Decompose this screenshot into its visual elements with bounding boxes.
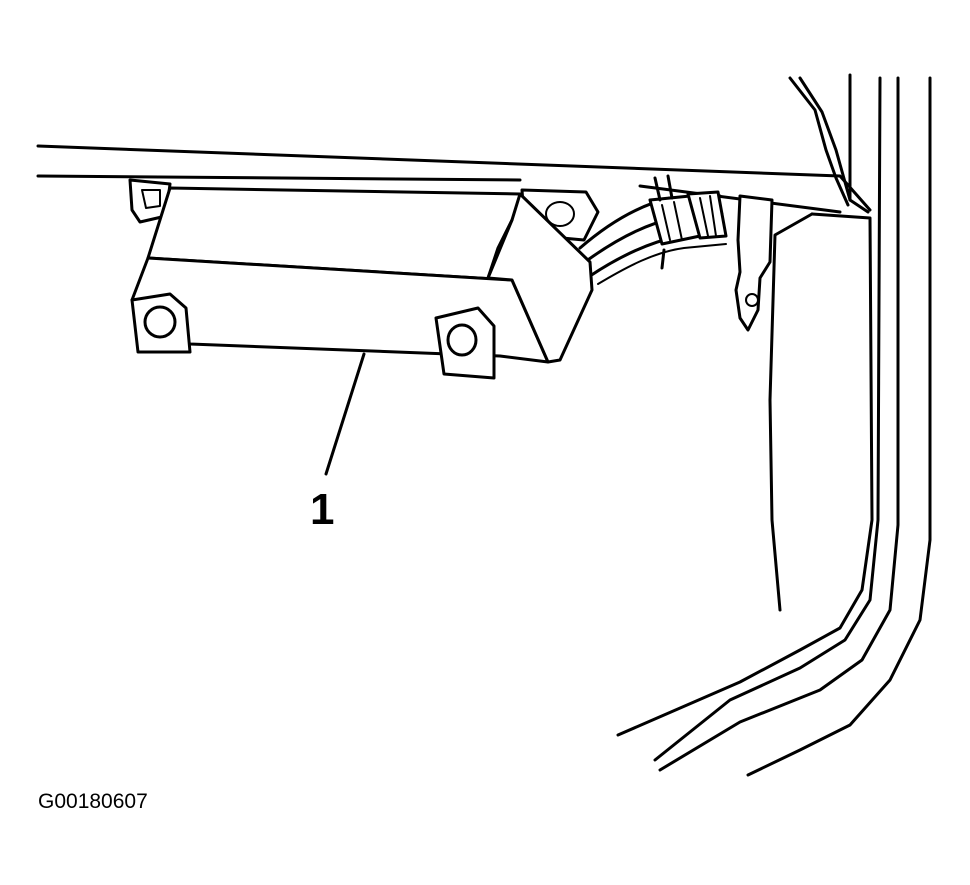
door-pillar-trim — [616, 73, 932, 777]
callout-1: 1 — [310, 352, 366, 534]
callout-1-label: 1 — [310, 485, 334, 534]
mounting-bracket — [734, 194, 774, 332]
figure-id: G00180607 — [38, 790, 148, 813]
wiring-harness — [578, 174, 728, 285]
control-module — [130, 186, 594, 380]
